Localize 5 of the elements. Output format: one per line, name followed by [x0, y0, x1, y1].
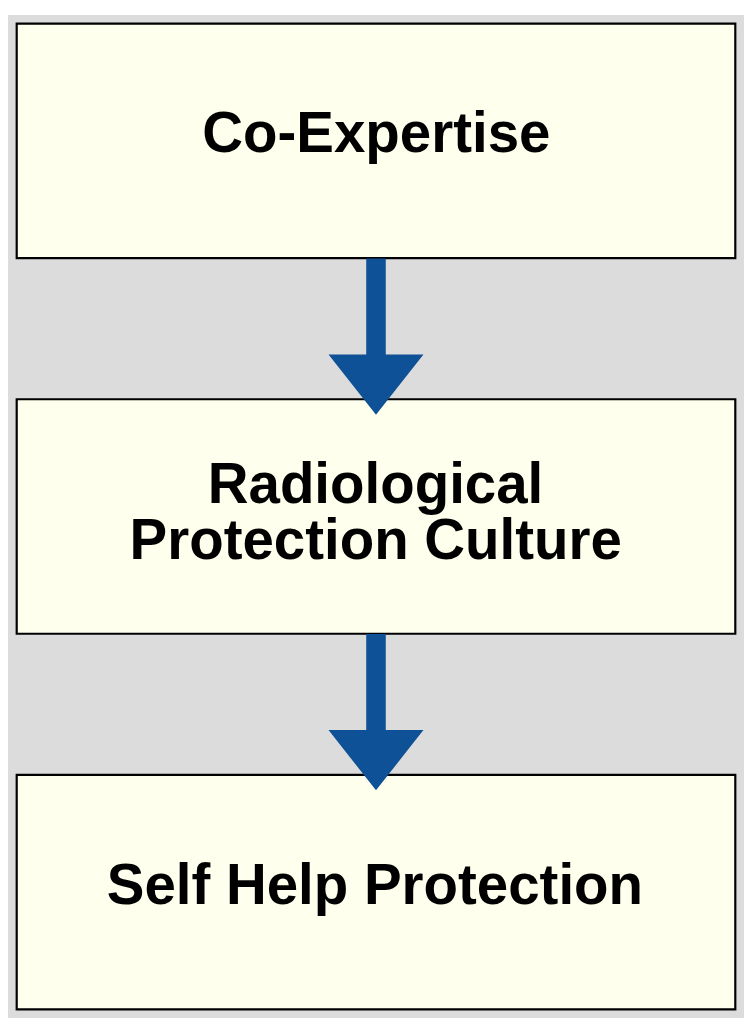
node-box: Co-Expertise: [15, 22, 737, 259]
node-box: Radiological Protection Culture: [15, 397, 737, 635]
arrow: [328, 633, 424, 790]
node-box: Self Help Protection: [15, 773, 737, 1010]
arrow: [328, 258, 424, 415]
